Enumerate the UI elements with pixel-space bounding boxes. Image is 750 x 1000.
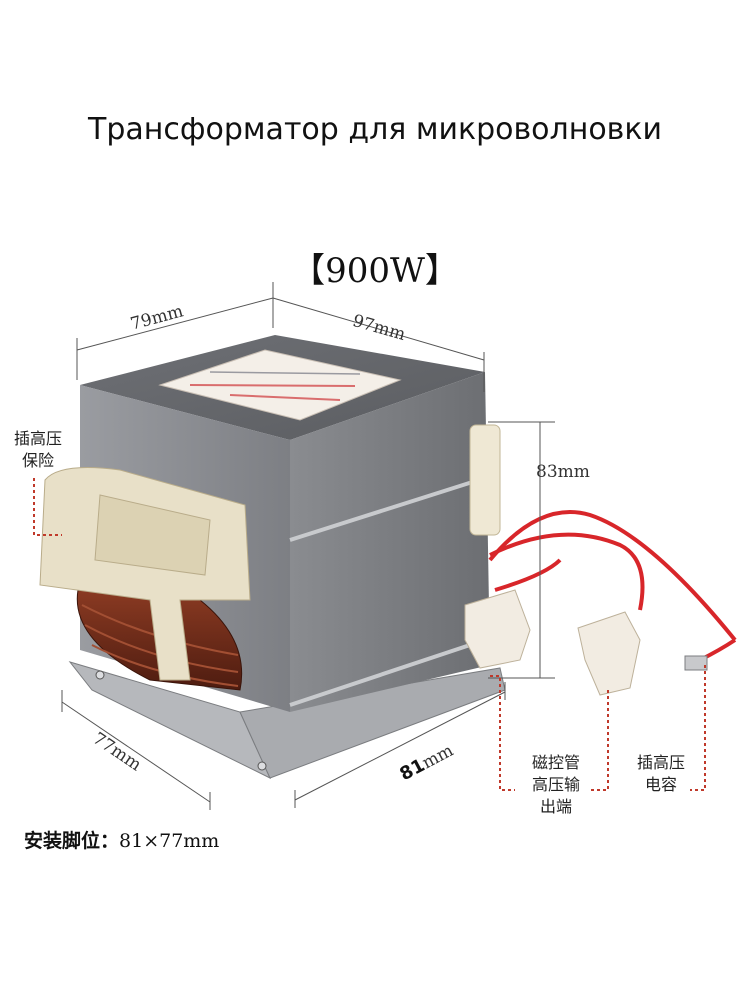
page-title: Трансформатор для микроволновки [88, 112, 662, 147]
red-wire-2 [488, 510, 737, 642]
callout-capacitor-line1: 插高压 [636, 753, 685, 772]
callout-magnetron-line2: 高压输 [531, 775, 580, 794]
callout-magnetron-line3: 出端 [539, 797, 572, 816]
callout-fuse-line2: 保险 [21, 451, 54, 470]
footnote-value: 81×77mm [119, 830, 220, 852]
callout-magnetron-line1: 磁控管 [531, 753, 580, 772]
callout-magnetron: 磁控管 高压输 出端 [520, 752, 592, 818]
footnote-label: 安装脚位： [24, 830, 120, 852]
mounting-footnote: 安装脚位：81×77mm [24, 826, 219, 853]
insulator-right [469, 424, 501, 536]
red-wire-1 [489, 532, 645, 611]
terminal-connector-2 [577, 611, 641, 696]
power-rating: 【900W】 [291, 251, 459, 291]
callout-capacitor: 插高压 电容 [628, 752, 694, 796]
callout-fuse: 插高压 保险 [10, 428, 66, 472]
callout-fuse-line1: 插高压 [13, 429, 62, 448]
core-side [290, 372, 490, 712]
spade-terminal [684, 655, 708, 671]
dimension-lines [61, 282, 555, 810]
leader-lines [33, 478, 706, 791]
callout-capacitor-line2: 电容 [644, 775, 677, 794]
dim-height: 83mm [536, 462, 590, 482]
terminal-connector-1 [464, 589, 531, 669]
